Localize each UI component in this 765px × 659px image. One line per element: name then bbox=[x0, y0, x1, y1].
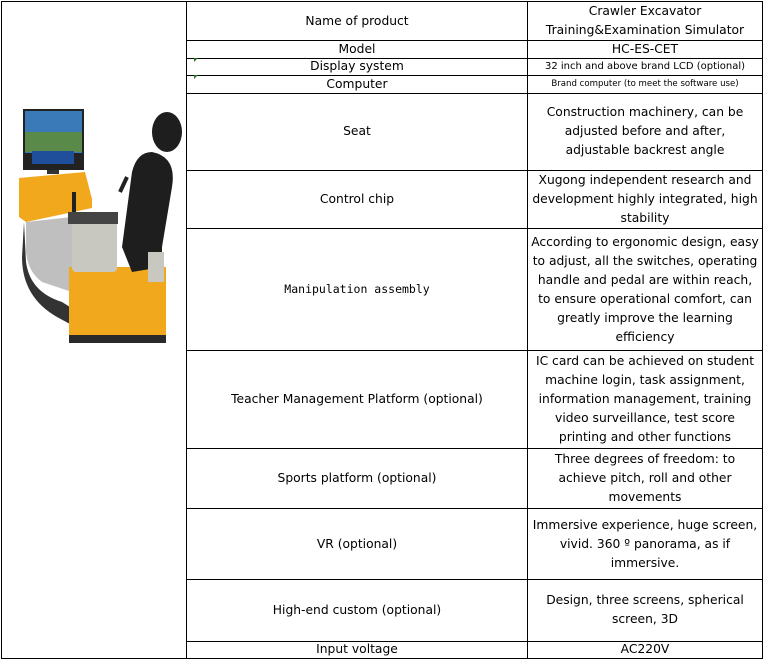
cell-comment-marker bbox=[194, 75, 198, 79]
row-value: Immersive experience, huge screen, vivid… bbox=[527, 508, 763, 581]
row-label: Seat bbox=[186, 92, 528, 171]
cell-comment-marker bbox=[194, 58, 198, 62]
row-label: Control chip bbox=[186, 169, 528, 230]
row-label: Model bbox=[186, 40, 528, 59]
table-row: High-end custom (optional)Design, three … bbox=[2, 579, 763, 642]
seat-icon bbox=[122, 152, 173, 272]
value-line: Crawler Excavator bbox=[588, 4, 702, 19]
row-value: Construction machinery, can be adjusted … bbox=[527, 92, 763, 171]
simulator-image bbox=[19, 109, 182, 343]
row-value: According to ergonomic design, easy to a… bbox=[527, 228, 763, 351]
row-value: Design, three screens, spherical screen,… bbox=[527, 579, 763, 642]
table-row: VR (optional)Immersive experience, huge … bbox=[2, 508, 763, 581]
row-label: Computer bbox=[186, 74, 528, 94]
row-value: 32 inch and above brand LCD (optional) bbox=[527, 57, 763, 76]
row-label: VR (optional) bbox=[186, 508, 528, 581]
row-label: Sports platform (optional) bbox=[186, 447, 528, 510]
row-label: Name of product bbox=[186, 0, 528, 42]
row-label: Manipulation assembly bbox=[186, 228, 528, 351]
value-line: Training&Examination Simulator bbox=[545, 23, 745, 38]
table-row: Teacher Management Platform (optional)IC… bbox=[2, 349, 763, 449]
row-label: High-end custom (optional) bbox=[186, 579, 528, 642]
row-value: IC card can be achieved on student machi… bbox=[527, 349, 763, 449]
product-image-cell bbox=[1, 1, 187, 659]
row-label: Display system bbox=[186, 57, 528, 76]
row-label: Teacher Management Platform (optional) bbox=[186, 349, 528, 449]
row-value: AC220V bbox=[527, 640, 763, 659]
table-row: Sports platform (optional)Three degrees … bbox=[2, 447, 763, 510]
row-label: Input voltage bbox=[186, 640, 528, 659]
row-value: Xugong independent research and developm… bbox=[527, 169, 763, 230]
row-value: HC-ES-CET bbox=[527, 40, 763, 59]
row-value: Brand computer (to meet the software use… bbox=[527, 74, 763, 94]
row-value: Three degrees of freedom: to achieve pit… bbox=[527, 447, 763, 510]
